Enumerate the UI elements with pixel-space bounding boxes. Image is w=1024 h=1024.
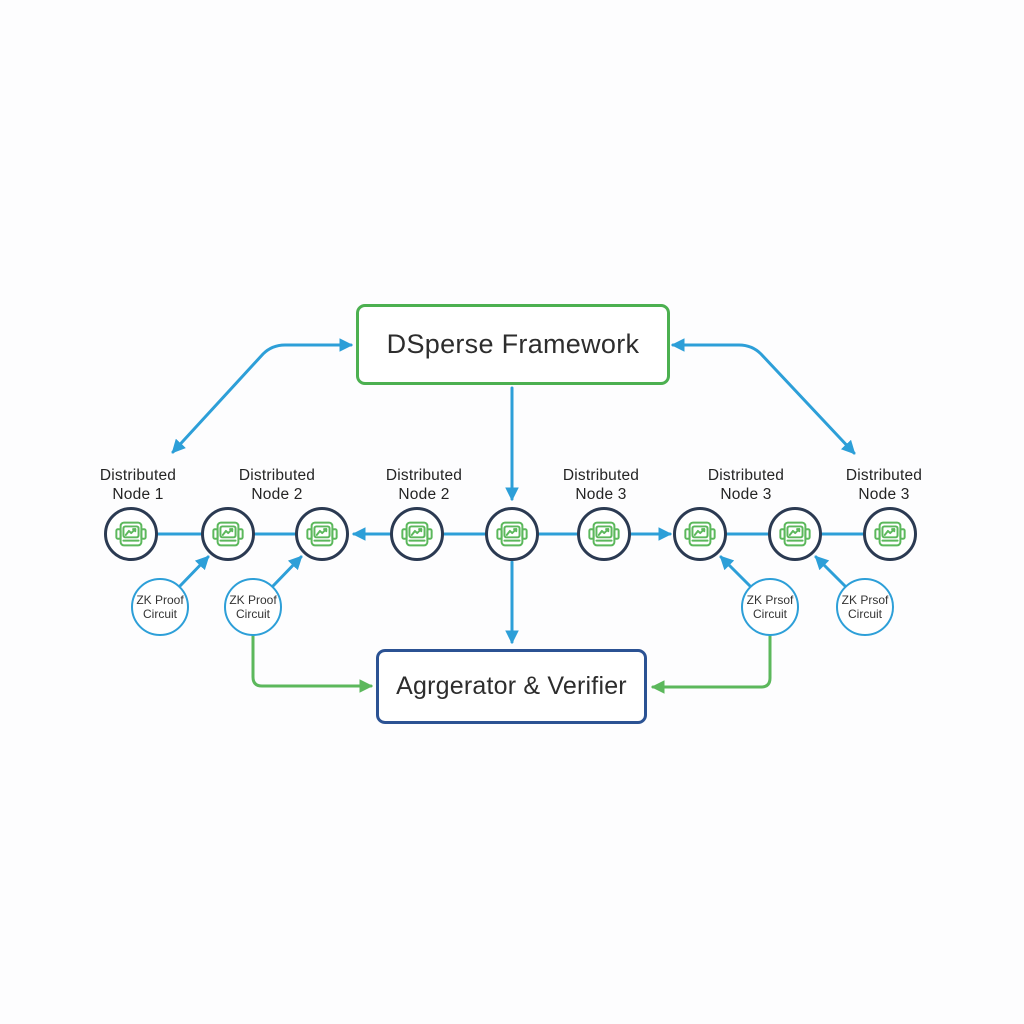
chip-icon bbox=[305, 517, 339, 551]
chip-icon bbox=[211, 517, 245, 551]
arrow-zk1-to-node2 bbox=[178, 555, 210, 588]
arrow-zk3-to-node7 bbox=[719, 555, 752, 588]
framework-box: DSperse Framework bbox=[356, 304, 670, 385]
chip-icon bbox=[873, 517, 907, 551]
node-label-6: Distributed Node 3 bbox=[845, 467, 923, 503]
node-circle-1 bbox=[104, 507, 158, 561]
node-label-5: Distributed Node 3 bbox=[707, 467, 785, 503]
node-circle-4 bbox=[390, 507, 444, 561]
framework-box-label: DSperse Framework bbox=[386, 329, 640, 359]
arrow-framework-node1-bidirectional bbox=[171, 338, 354, 454]
node-circle-9 bbox=[863, 507, 917, 561]
zk-proof-circle-2: ZK Proof Circuit bbox=[224, 578, 282, 636]
chip-icon bbox=[587, 517, 621, 551]
node-label-4: Distributed Node 3 bbox=[562, 467, 640, 503]
chip-icon bbox=[495, 517, 529, 551]
node-circle-2 bbox=[201, 507, 255, 561]
arrow-zk3-to-aggregator bbox=[650, 633, 772, 694]
aggregator-box-label: Agrgerator & Verifier bbox=[396, 672, 627, 700]
zk-proof-circle-1: ZK Proof Circuit bbox=[131, 578, 189, 636]
node-circle-6 bbox=[577, 507, 631, 561]
arrow-framework-node9-bidirectional bbox=[670, 338, 856, 455]
aggregator-box: Agrgerator & Verifier bbox=[376, 649, 647, 724]
node-circle-5 bbox=[485, 507, 539, 561]
chip-icon bbox=[114, 517, 148, 551]
node-label-1: Distributed Node 1 bbox=[99, 467, 177, 503]
arrow-zk2-to-aggregator bbox=[251, 633, 374, 693]
chip-icon bbox=[400, 517, 434, 551]
node-label-3: Distributed Node 2 bbox=[385, 467, 463, 503]
zk-proof-circle-3: ZK Prsof Circuit bbox=[741, 578, 799, 636]
node-circle-3 bbox=[295, 507, 349, 561]
node-circle-8 bbox=[768, 507, 822, 561]
chip-icon bbox=[778, 517, 812, 551]
node-circle-7 bbox=[673, 507, 727, 561]
zk-proof-circle-4: ZK Prsof Circuit bbox=[836, 578, 894, 636]
arrow-zk4-to-node8 bbox=[814, 555, 847, 588]
node-label-2: Distributed Node 2 bbox=[238, 467, 316, 503]
chip-icon bbox=[683, 517, 717, 551]
arrow-zk2-to-node3 bbox=[271, 555, 303, 588]
